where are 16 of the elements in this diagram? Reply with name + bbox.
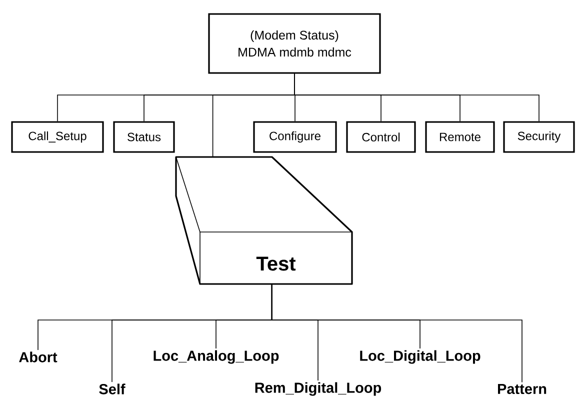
test-block: Test [175, 156, 353, 285]
menu-label: Loc_Digital_Loop [360, 350, 480, 364]
status-box: (Modem Status) MDMA mdmb mdmc [208, 13, 381, 74]
menu-box: Security [503, 121, 575, 153]
menu-label: Pattern [498, 384, 546, 394]
menu-box: Call_Setup [11, 121, 104, 153]
menu-label: Loc_Analog_Loop [154, 350, 279, 364]
connector-line [294, 73, 540, 122]
menu-box: Configure [253, 121, 337, 153]
menu-label: Rem_Digital_Loop [255, 382, 382, 396]
connector-line [271, 284, 522, 383]
menu-box: Control [346, 121, 416, 153]
menu-box: Status [113, 121, 175, 153]
menu-label: Abort [19, 352, 58, 362]
menu-box: Remote [425, 121, 495, 153]
menu-label: Self [99, 384, 126, 394]
